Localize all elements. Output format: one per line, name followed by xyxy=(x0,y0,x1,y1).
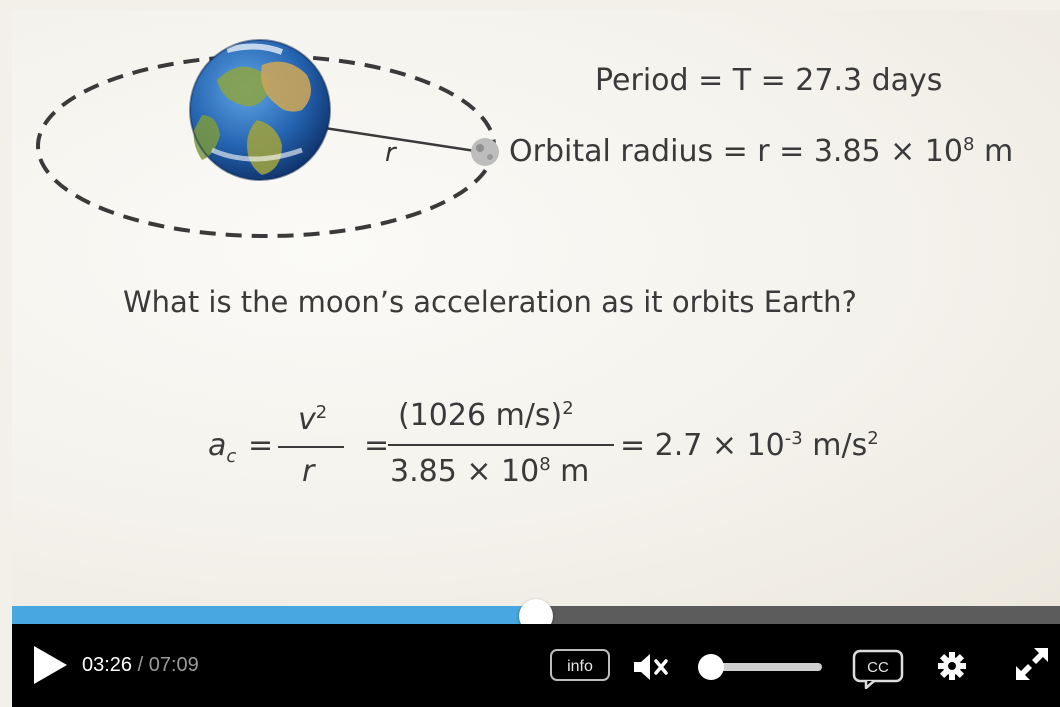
frac1-numerator: v2 xyxy=(298,402,327,437)
moon-image xyxy=(471,138,499,166)
time-current: 03:26 xyxy=(82,654,133,676)
frac2-numerator: (1026 m/s)2 xyxy=(398,398,574,433)
radius-exponent: 8 xyxy=(963,134,975,155)
frac1-num-exp: 2 xyxy=(315,402,328,423)
eq-result-exp: -3 xyxy=(784,428,803,449)
question-text: What is the moon’s acceleration as it or… xyxy=(123,285,857,319)
info-button[interactable]: info xyxy=(550,649,610,681)
frac2-denominator: 3.85 × 108 m xyxy=(390,454,589,489)
eq-equals-1: = xyxy=(248,428,274,463)
player-controls: 03:26 / 07:09 info CC xyxy=(12,624,1060,707)
orbit-diagram xyxy=(36,39,499,238)
frac2-den-unit: m xyxy=(550,454,590,489)
frac1-num-base: v xyxy=(298,402,316,437)
eq-result: = 2.7 × 10-3 m/s2 xyxy=(620,428,879,463)
period-text: Period = T = 27.3 days xyxy=(595,63,942,98)
frac1-denominator: r xyxy=(302,454,315,489)
time-separator: / xyxy=(132,654,149,676)
radius-base: Orbital radius = r = 3.85 × 10 xyxy=(509,134,964,169)
frac2-bar xyxy=(388,444,614,446)
earth-image xyxy=(189,39,331,181)
cc-label: CC xyxy=(867,659,889,676)
eq-result-unit: m/s xyxy=(802,428,868,463)
time-display: 03:26 / 07:09 xyxy=(82,654,199,677)
volume-slider-handle[interactable] xyxy=(698,654,724,680)
orbital-radius-text: Orbital radius = r = 3.85 × 108 m xyxy=(509,134,1013,169)
frac2-num-base: (1026 m/s) xyxy=(398,398,563,433)
eq-lhs-a: a xyxy=(208,428,227,463)
mute-icon[interactable] xyxy=(632,652,672,682)
eq-lhs: ac xyxy=(208,428,236,467)
eq-result-base: = 2.7 × 10 xyxy=(620,428,785,463)
cc-icon[interactable]: CC xyxy=(852,649,904,689)
gear-icon[interactable] xyxy=(937,651,967,681)
time-duration: 07:09 xyxy=(148,654,199,676)
frac1-bar xyxy=(278,446,344,448)
period-value: Period = T = 27.3 days xyxy=(595,63,943,98)
frac2-den-exp: 8 xyxy=(539,454,551,475)
eq-equals-2: = xyxy=(364,428,390,463)
progress-bar[interactable] xyxy=(12,599,1060,633)
fullscreen-icon[interactable] xyxy=(1012,644,1052,684)
play-icon[interactable] xyxy=(34,646,67,684)
frac2-num-exp: 2 xyxy=(562,398,574,419)
frac2-den-base: 3.85 × 10 xyxy=(390,454,540,489)
video-slide[interactable]: r Period = T = 27.3 days Orbital radius … xyxy=(12,10,1060,606)
volume-slider[interactable] xyxy=(712,663,822,671)
eq-result-unit-exp: 2 xyxy=(867,428,879,449)
radius-label: r xyxy=(385,138,396,168)
progress-fill xyxy=(12,606,536,624)
eq-lhs-sub: c xyxy=(226,446,237,467)
radius-unit: m xyxy=(974,134,1014,169)
